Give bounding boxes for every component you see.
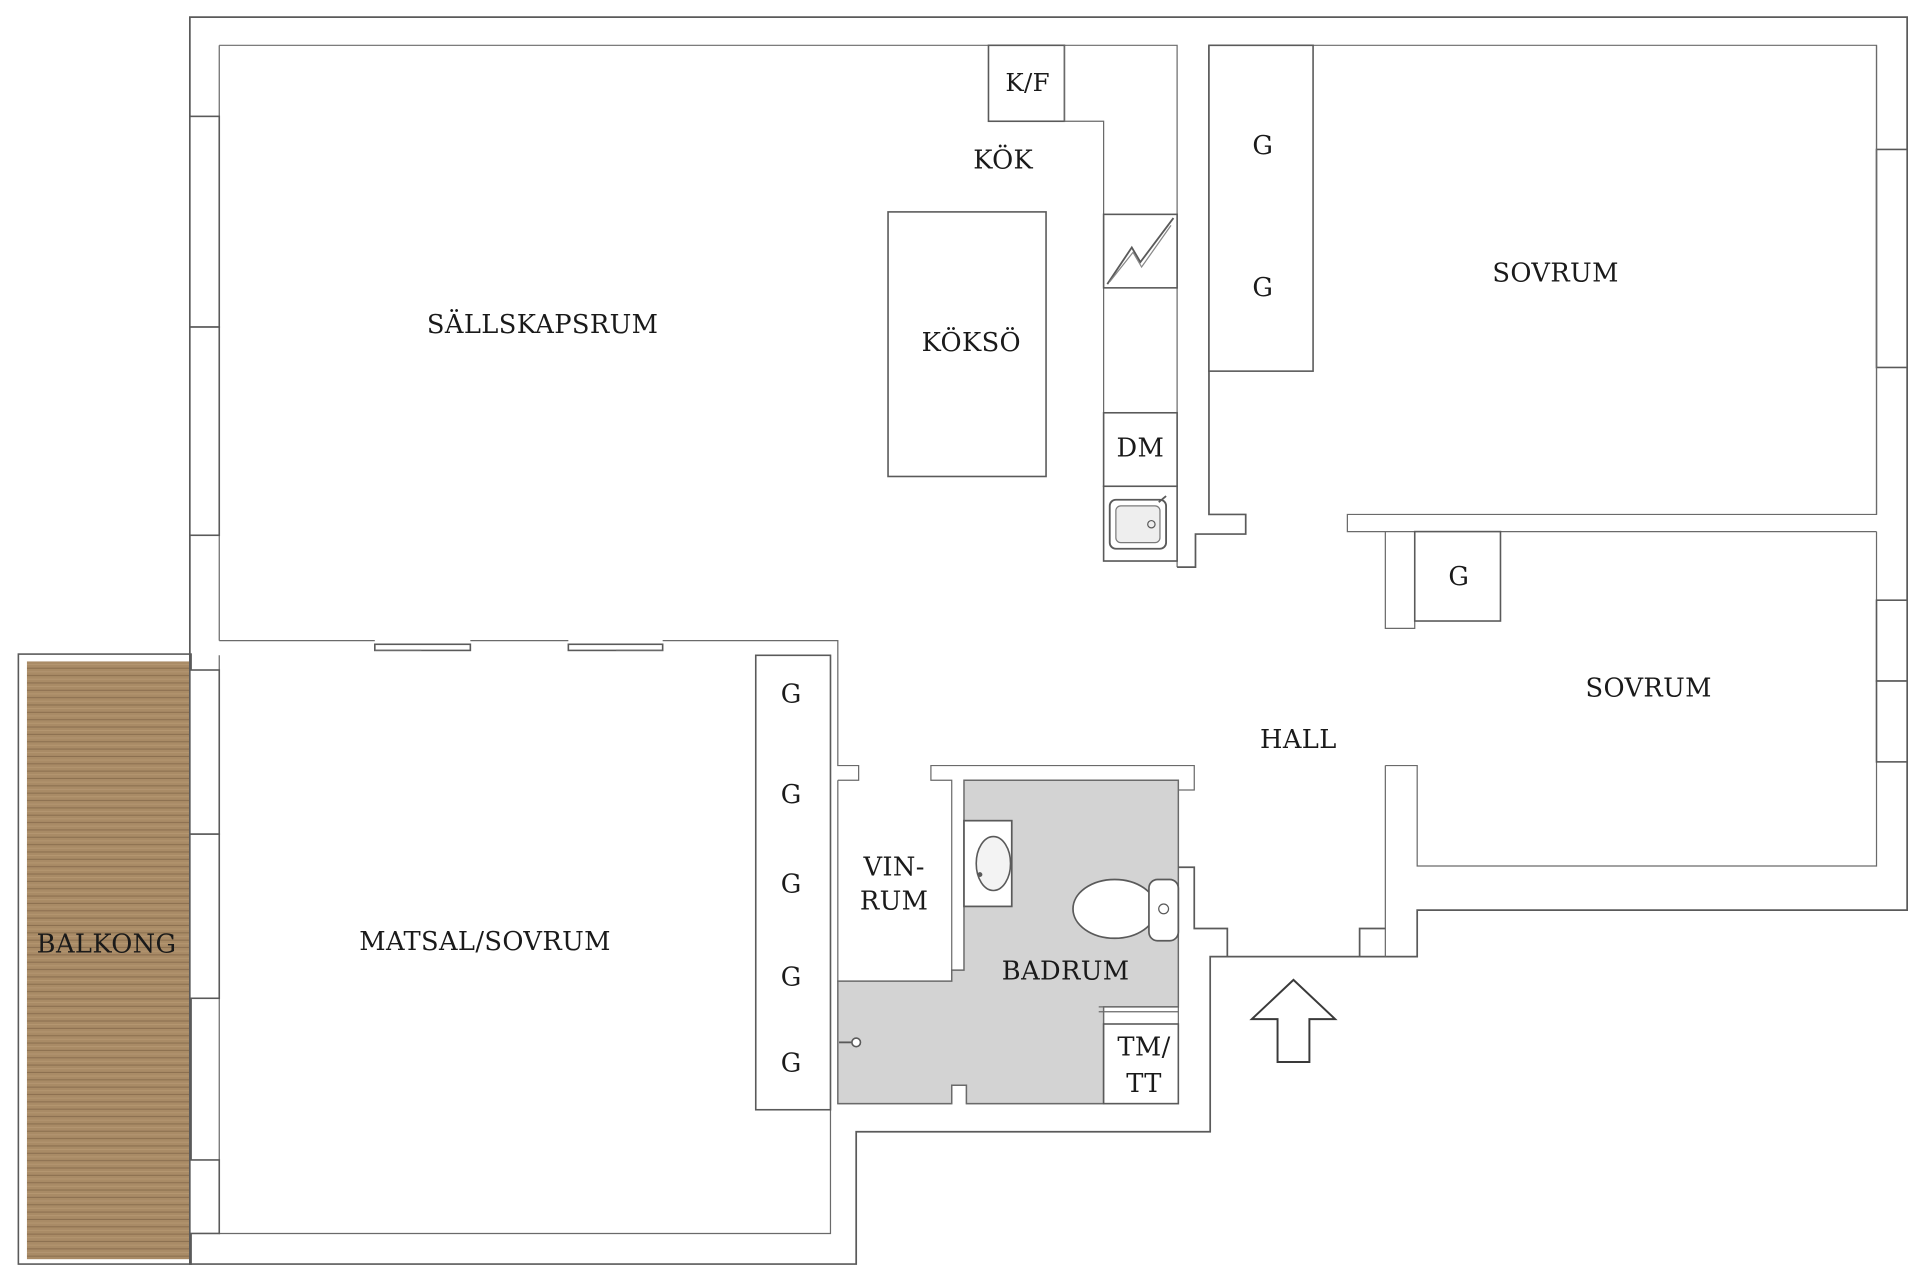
living-room-walls <box>219 44 1178 781</box>
sliding-doors <box>374 643 664 652</box>
balcony <box>17 653 192 1265</box>
wardrobe-bedroom-1 <box>1208 44 1314 372</box>
toilet-icon <box>1072 878 1180 942</box>
windows-left <box>189 115 221 1235</box>
wardrobe-labels: G G G G G G G G <box>781 131 1469 1078</box>
label-balkong: BALKONG <box>37 930 177 960</box>
wardrobe-dining <box>754 654 832 1111</box>
kitchen-sink-icon <box>1108 495 1168 550</box>
room-labels: SÄLLSKAPSRUM KÖK K/F KÖKSÖ DM SOVRUM SOV… <box>37 68 1712 1099</box>
label-badrum: BADRUM <box>1002 957 1130 987</box>
label-sallskapsrum: SÄLLSKAPSRUM <box>427 309 658 340</box>
floor-drain-icon <box>839 1037 862 1048</box>
label-matsal-sovrum: MATSAL/SOVRUM <box>359 927 611 957</box>
label-dm: DM <box>1117 434 1165 464</box>
label-wardrobe: G <box>781 963 802 993</box>
hall-entry-walls <box>1178 866 1386 957</box>
label-kok: KÖK <box>973 144 1033 176</box>
label-kf: K/F <box>1005 68 1050 97</box>
entrance-arrow-icon <box>1249 978 1338 1063</box>
washbasin-icon <box>963 819 1013 908</box>
label-wardrobe: G <box>781 1048 802 1078</box>
label-sovrum-2: SOVRUM <box>1585 674 1711 704</box>
label-vinrum-2: RUM <box>860 887 928 917</box>
label-wardrobe: G <box>1448 562 1469 592</box>
label-kokso: KÖKSÖ <box>922 326 1021 358</box>
label-wardrobe: G <box>781 780 802 810</box>
laundry-closet <box>1102 1023 1180 1105</box>
label-tmtt-1: TM/ <box>1117 1032 1170 1062</box>
label-sovrum-1: SOVRUM <box>1492 258 1618 288</box>
wardrobe-bedroom-2 <box>1413 530 1502 622</box>
label-wardrobe: G <box>1252 131 1273 161</box>
label-tmtt-2: TT <box>1126 1069 1162 1099</box>
label-vinrum-1: VIN- <box>862 852 924 882</box>
hall-wall-stub <box>1177 45 1247 568</box>
bedroom-2-walls <box>1384 531 1416 957</box>
label-wardrobe: G <box>781 870 802 900</box>
kitchen-island <box>887 211 1047 478</box>
label-wardrobe: G <box>781 680 802 710</box>
label-wardrobe: G <box>1252 273 1273 303</box>
windows-right <box>1875 148 1908 763</box>
label-hall: HALL <box>1260 725 1337 755</box>
stove-icon <box>1106 217 1175 285</box>
